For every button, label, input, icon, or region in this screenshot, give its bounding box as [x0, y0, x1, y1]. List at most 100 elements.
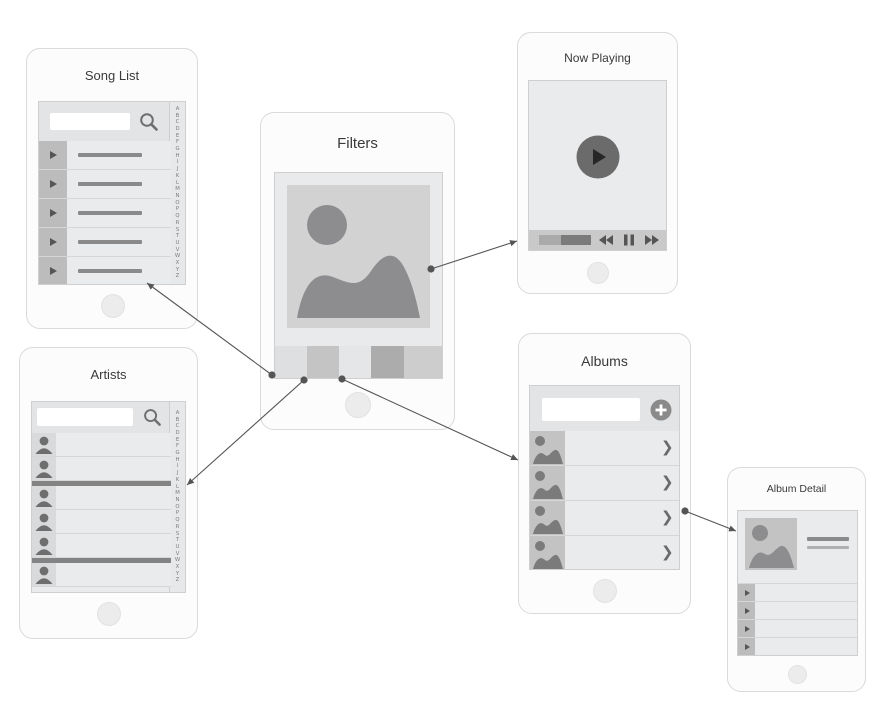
chevron-right-icon[interactable]: ❯ — [661, 473, 674, 491]
play-cell[interactable] — [39, 141, 67, 169]
index-letter[interactable]: H — [175, 152, 180, 159]
song-row[interactable] — [39, 228, 171, 257]
play-icon[interactable] — [50, 238, 57, 246]
play-cell[interactable] — [39, 170, 67, 198]
index-letter[interactable]: D — [175, 429, 180, 436]
index-letter[interactable]: R — [175, 219, 180, 226]
chevron-right-icon[interactable]: ❯ — [661, 438, 674, 456]
index-letter[interactable]: Q — [175, 517, 180, 524]
index-letter[interactable]: N — [175, 497, 180, 503]
home-button[interactable] — [97, 602, 121, 626]
song-row[interactable] — [39, 141, 171, 170]
index-letter[interactable]: F — [175, 443, 180, 450]
filter-segment[interactable] — [404, 346, 442, 378]
home-button[interactable] — [593, 579, 617, 603]
index-letter[interactable]: T — [175, 233, 180, 240]
search-input[interactable] — [542, 398, 640, 421]
filter-segment[interactable] — [307, 346, 339, 378]
index-letter[interactable]: L — [176, 483, 179, 490]
home-button[interactable] — [788, 665, 807, 684]
index-letter[interactable]: K — [175, 476, 180, 483]
index-letter[interactable]: A — [175, 105, 180, 112]
index-letter[interactable]: T — [175, 537, 180, 544]
filter-segment[interactable] — [371, 346, 404, 378]
index-letter[interactable]: O — [175, 503, 180, 510]
song-row[interactable] — [39, 170, 171, 199]
track-row[interactable] — [738, 584, 857, 602]
artist-row[interactable] — [32, 510, 171, 534]
index-letter[interactable]: V — [175, 550, 180, 557]
index-letter[interactable]: V — [175, 246, 180, 253]
play-icon[interactable] — [745, 626, 750, 632]
track-row[interactable] — [738, 620, 857, 638]
index-letter[interactable]: I — [176, 159, 179, 166]
track-row[interactable] — [738, 602, 857, 620]
index-letter[interactable]: L — [176, 179, 179, 186]
chevron-right-icon[interactable]: ❯ — [661, 508, 674, 526]
play-cell[interactable] — [39, 228, 67, 256]
index-letter[interactable]: M — [175, 490, 180, 497]
search-icon[interactable] — [139, 112, 159, 132]
add-icon[interactable] — [650, 399, 672, 421]
album-row[interactable]: ❯ — [530, 431, 679, 466]
search-icon[interactable] — [143, 408, 162, 427]
search-input[interactable] — [37, 408, 133, 426]
artist-row[interactable] — [32, 534, 171, 558]
index-letter[interactable]: A — [175, 409, 180, 416]
index-letter[interactable]: U — [175, 239, 180, 246]
index-letter[interactable]: F — [175, 139, 180, 146]
index-letter[interactable]: K — [175, 172, 180, 179]
play-cell[interactable] — [39, 199, 67, 227]
index-letter[interactable]: Q — [175, 213, 180, 220]
index-letter[interactable]: Y — [175, 266, 180, 273]
play-icon[interactable] — [745, 644, 750, 650]
filter-segment[interactable] — [275, 346, 307, 378]
play-icon[interactable] — [50, 209, 57, 217]
index-letter[interactable]: S — [175, 226, 180, 233]
artist-row[interactable] — [32, 563, 171, 587]
fast-forward-icon[interactable] — [644, 234, 660, 246]
index-letter[interactable]: G — [175, 450, 180, 457]
home-button[interactable] — [345, 392, 371, 418]
index-letter[interactable]: E — [175, 436, 180, 443]
index-letter[interactable]: W — [174, 557, 181, 564]
pause-icon[interactable] — [623, 234, 635, 246]
album-row[interactable]: ❯ — [530, 501, 679, 536]
chevron-right-icon[interactable]: ❯ — [661, 543, 674, 561]
index-letter[interactable]: P — [175, 510, 180, 517]
artist-row[interactable] — [32, 457, 171, 481]
index-letter[interactable]: P — [175, 206, 180, 213]
home-button[interactable] — [101, 294, 125, 318]
index-letter[interactable]: S — [175, 530, 180, 537]
play-icon[interactable] — [50, 267, 57, 275]
index-letter[interactable]: N — [175, 193, 180, 199]
index-letter[interactable]: M — [175, 186, 180, 193]
index-letter[interactable]: J — [176, 166, 179, 173]
song-row[interactable] — [39, 199, 171, 228]
search-input[interactable] — [50, 113, 130, 130]
index-letter[interactable]: B — [175, 416, 180, 423]
index-letter[interactable]: X — [175, 260, 180, 267]
play-cell[interactable] — [738, 620, 755, 637]
index-letter[interactable]: E — [175, 132, 180, 139]
index-letter[interactable]: X — [175, 564, 180, 571]
album-row[interactable]: ❯ — [530, 536, 679, 569]
index-letter[interactable]: C — [175, 423, 180, 430]
home-button[interactable] — [587, 262, 609, 284]
index-letter[interactable]: D — [175, 125, 180, 132]
play-cell[interactable] — [738, 584, 755, 601]
play-cell[interactable] — [738, 602, 755, 619]
index-letter[interactable]: U — [175, 543, 180, 550]
play-icon[interactable] — [745, 608, 750, 614]
filter-segment[interactable] — [339, 346, 371, 378]
play-cell[interactable] — [39, 257, 67, 284]
index-letter[interactable]: C — [175, 119, 180, 126]
index-letter[interactable]: J — [176, 470, 179, 477]
song-row[interactable] — [39, 257, 171, 284]
index-letter[interactable]: B — [175, 112, 180, 119]
index-letter[interactable]: O — [175, 199, 180, 206]
index-letter[interactable]: R — [175, 523, 180, 530]
index-letter[interactable]: W — [174, 253, 181, 260]
